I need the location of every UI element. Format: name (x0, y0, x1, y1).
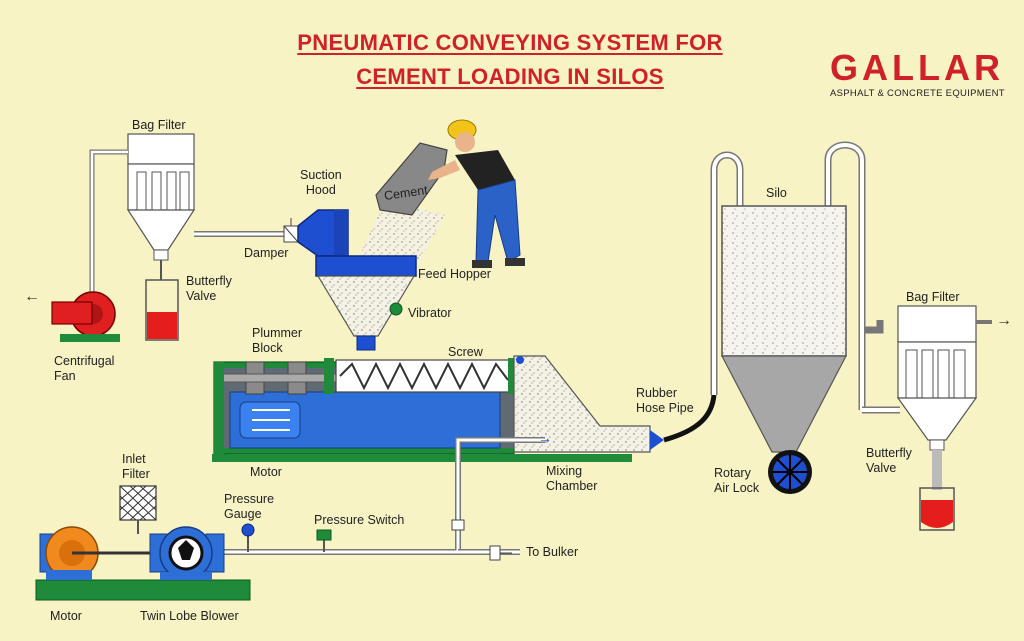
feed-hopper (315, 255, 417, 351)
label-rotary-air-lock: Rotary Air Lock (714, 466, 760, 495)
label-suction-hood: Suction Hood (300, 168, 342, 197)
label-screw: Screw (448, 345, 483, 359)
label-bag-filter-right: Bag Filter (906, 290, 960, 304)
exhaust-arrow-right-icon: → (996, 312, 1012, 329)
label-pressure-gauge: Pressure Gauge (224, 492, 275, 521)
mixing-chamber (513, 355, 664, 453)
label-butterfly-valve-left: Butterfly Valve (186, 274, 232, 303)
screw-conveyor (212, 358, 632, 462)
bag-filter-left (126, 133, 196, 261)
label-butterfly-valve-right: Butterfly Valve (866, 446, 912, 475)
pressure-gauge (241, 523, 255, 552)
pressure-switch (316, 529, 332, 552)
label-silo: Silo (766, 186, 787, 200)
label-pressure-switch: Pressure Switch (314, 513, 405, 527)
label-to-bulker: To Bulker (526, 545, 579, 559)
twin-lobe-blower (149, 526, 225, 580)
silo (721, 205, 847, 453)
label-rubber-hose-pipe: Rubber Hose Pipe (636, 386, 694, 415)
label-motor-screw: Motor (250, 465, 282, 479)
centrifugal-fan (51, 291, 120, 342)
air-flow-arrow-icon: → (538, 430, 552, 446)
rotary-air-lock (768, 450, 812, 494)
cement-bag (375, 142, 448, 216)
suction-hood (297, 209, 349, 257)
label-damper: Damper (244, 246, 289, 260)
title-line-2: CEMENT LOADING IN SILOS (356, 64, 664, 89)
damper (283, 218, 299, 243)
label-feed-hopper: Feed Hopper (418, 267, 491, 281)
label-plummer-block: Plummer Block (252, 326, 303, 355)
worker (428, 119, 525, 268)
label-motor-blower: Motor (50, 609, 82, 623)
label-mixing-chamber: Mixing Chamber (546, 464, 598, 493)
label-bag-filter-left: Bag Filter (132, 118, 186, 132)
label-twin-lobe-blower: Twin Lobe Blower (140, 609, 239, 623)
inlet-filter (119, 485, 157, 534)
title-line-1: PNEUMATIC CONVEYING SYSTEM FOR (297, 30, 723, 55)
logo-tagline: ASPHALT & CONCRETE EQUIPMENT (830, 88, 1005, 99)
logo-brand: GALLAR (830, 47, 1004, 88)
label-centrifugal-fan: Centrifugal Fan (54, 354, 115, 383)
exhaust-arrow-left-icon: ← (24, 288, 40, 305)
label-inlet-filter: Inlet Filter (122, 452, 150, 481)
butterfly-valve-right (919, 450, 955, 531)
label-vibrator: Vibrator (408, 306, 452, 320)
bag-filter-right (896, 305, 992, 451)
company-logo: GALLAR ASPHALT & CONCRETE EQUIPMENT (830, 47, 1015, 100)
butterfly-valve-left (145, 260, 179, 341)
